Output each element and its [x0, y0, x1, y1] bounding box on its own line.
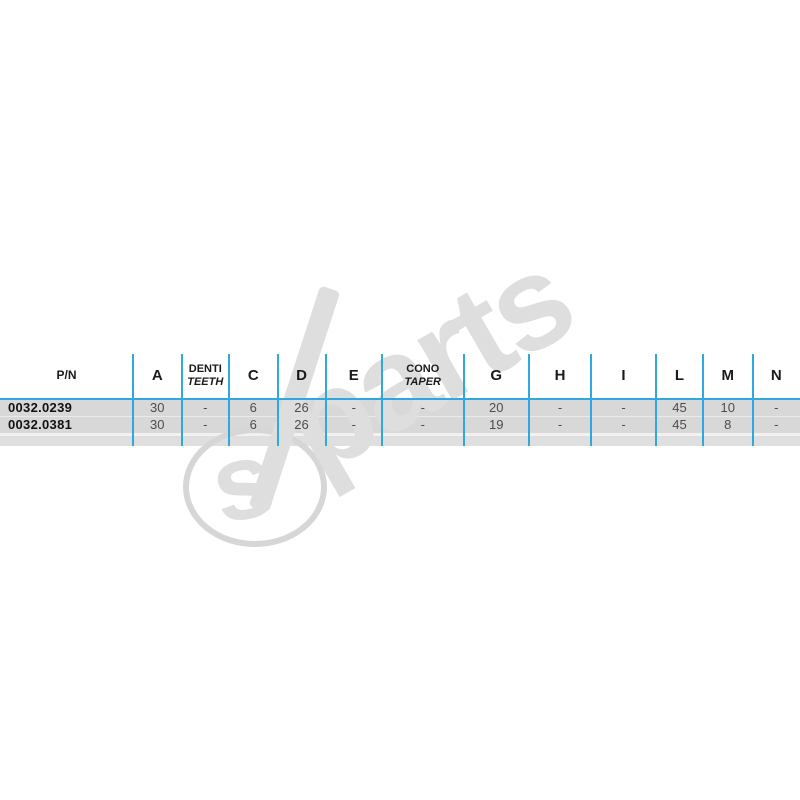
header-label: M — [721, 367, 735, 385]
data-cell: 8 — [724, 417, 732, 432]
header-sublabel: TAPER — [404, 375, 441, 388]
column-divider-line — [324, 354, 327, 446]
header-label: E — [348, 367, 359, 385]
data-cell: 6 — [249, 400, 257, 415]
data-cell: - — [774, 400, 779, 415]
data-cell: 26 — [294, 400, 309, 415]
header-label: CONO — [406, 363, 440, 376]
row-separator — [0, 432, 800, 436]
data-cell: 10 — [720, 400, 735, 415]
column-divider-line — [590, 354, 592, 446]
data-cell: - — [621, 417, 626, 432]
header-cell-a: A — [133, 354, 182, 398]
data-cell: 26 — [294, 417, 309, 432]
data-cell: - — [557, 400, 563, 415]
data-cell: - — [420, 417, 425, 432]
column-divider-line — [228, 354, 230, 446]
header-label: DENTI — [188, 363, 222, 376]
data-cell: - — [557, 417, 563, 432]
pn-cell: 0032.0381 — [8, 417, 73, 432]
header-label: P/N — [56, 368, 77, 383]
header-label: C — [247, 367, 259, 385]
header-label: H — [554, 367, 566, 385]
row-separator — [0, 415, 800, 417]
column-divider-line — [655, 354, 657, 446]
column-divider-line — [180, 354, 183, 446]
column-divider-line — [462, 354, 465, 446]
data-cell: 30 — [150, 400, 165, 415]
column-divider-line — [276, 354, 279, 446]
header-cell-l: L — [656, 354, 703, 398]
header-cell-h: H — [529, 354, 591, 398]
data-cell: 30 — [150, 417, 165, 432]
header-cell-i: I — [591, 354, 656, 398]
data-cell: 19 — [489, 417, 504, 432]
data-cell: - — [774, 417, 779, 432]
data-cell: - — [420, 400, 425, 415]
column-divider-line — [381, 354, 383, 446]
header-label: D — [296, 367, 307, 385]
column-divider-line — [528, 354, 530, 446]
column-divider-line — [132, 354, 134, 446]
data-cell: 45 — [672, 417, 687, 432]
column-divider-line — [751, 354, 754, 446]
data-cell: - — [351, 400, 356, 415]
column-divider-line — [702, 354, 704, 446]
data-cell: - — [621, 400, 626, 415]
data-cell: 20 — [489, 400, 504, 415]
header-label: A — [151, 367, 163, 385]
table-row: 0032.0381 30 - 6 26 - - 19 - - 45 8 - — [0, 417, 800, 433]
header-cell-n: N — [753, 354, 800, 398]
data-cell: 45 — [672, 400, 687, 415]
table-footer-band — [0, 435, 800, 446]
header-cell-pn: P/N — [0, 354, 133, 398]
data-cell: 6 — [249, 417, 257, 432]
data-cell: - — [203, 400, 208, 415]
table-row: 0032.0239 30 - 6 26 - - 20 - - 45 10 - — [0, 400, 800, 416]
header-cell-m: M — [703, 354, 753, 398]
header-cell-c: C — [229, 354, 278, 398]
header-cell-e: E — [326, 354, 383, 398]
header-cell-g: G — [464, 354, 530, 398]
header-label: I — [621, 367, 626, 385]
header-label: G — [490, 367, 503, 385]
header-cell-d: D — [278, 354, 326, 398]
header-label: L — [674, 367, 685, 385]
header-divider-line — [0, 397, 800, 400]
header-sublabel: TEETH — [187, 375, 224, 388]
data-cell: - — [203, 417, 208, 432]
header-label: N — [770, 367, 782, 385]
data-cell: - — [351, 417, 356, 432]
pn-cell: 0032.0239 — [8, 400, 73, 415]
table-row-background — [0, 400, 800, 416]
